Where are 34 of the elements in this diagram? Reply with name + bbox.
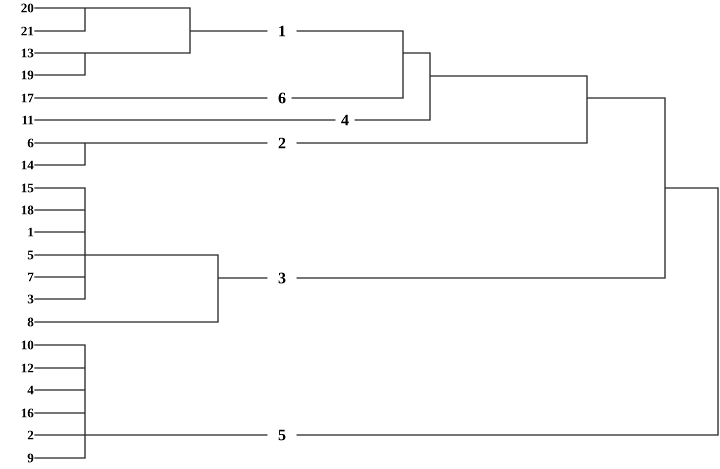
dendrogram-branch xyxy=(34,187,268,323)
dendrogram-branch xyxy=(34,119,336,121)
dendrogram-branch xyxy=(34,7,268,76)
leaf-label: 21 xyxy=(21,26,34,36)
dendrogram-branch xyxy=(34,344,268,459)
leaf-label: 15 xyxy=(22,184,34,192)
cluster-number: 1 xyxy=(279,26,286,36)
leaf-label: 16 xyxy=(22,408,34,418)
leaf-label: 20 xyxy=(21,4,34,12)
cluster-number: 4 xyxy=(341,114,349,126)
dendrogram-branch xyxy=(34,142,268,166)
leaf-label: 13 xyxy=(22,48,34,58)
dendrogram-branch xyxy=(34,97,268,99)
leaf-label: 4 xyxy=(27,386,34,394)
leaf-label: 9 xyxy=(28,454,34,462)
leaf-label: 7 xyxy=(28,272,34,282)
leaf-label: 1 xyxy=(28,228,34,236)
cluster-number: 2 xyxy=(278,138,286,148)
cluster-number: 5 xyxy=(278,430,286,440)
leaf-label: 11 xyxy=(22,116,34,124)
leaf-label: 8 xyxy=(28,318,34,326)
leaf-label: 3 xyxy=(28,294,34,304)
leaf-label: 5 xyxy=(28,250,34,260)
leaf-label: 19 xyxy=(22,70,34,80)
leaf-label: 18 xyxy=(22,206,34,214)
leaf-label: 2 xyxy=(28,430,34,440)
cluster-number: 6 xyxy=(278,92,286,104)
leaf-label: 6 xyxy=(28,138,34,148)
leaf-label: 12 xyxy=(22,364,34,372)
dendrogram-branch xyxy=(292,30,719,436)
leaf-label: 17 xyxy=(22,94,34,102)
leaf-label: 10 xyxy=(22,340,34,350)
leaf-label: 14 xyxy=(22,160,34,170)
cluster-number: 3 xyxy=(278,272,286,284)
